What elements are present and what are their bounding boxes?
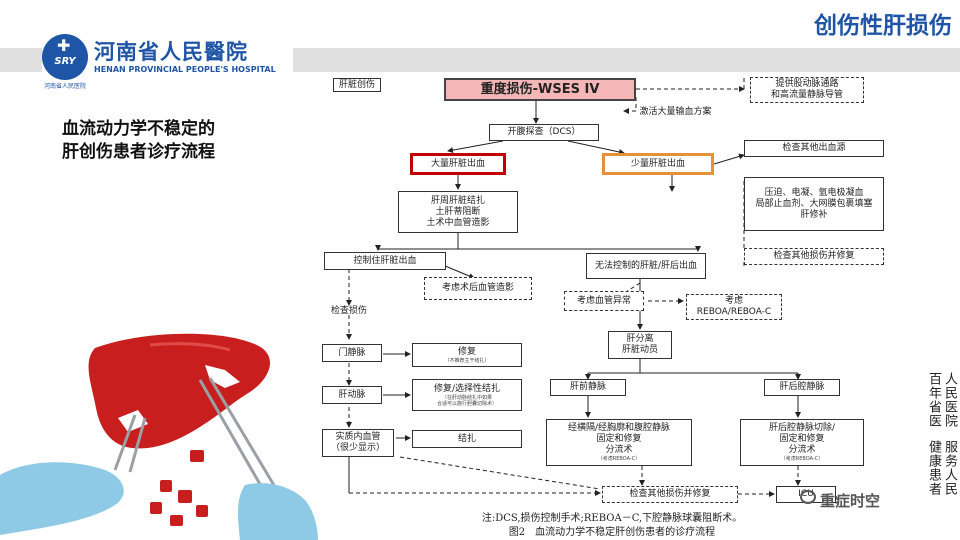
flow-controlled: 控制住肝脏出血 <box>324 252 446 270</box>
page-title: 创伤性肝损伤 <box>814 13 952 39</box>
flow-hemostasis-methods: 压迫、电凝、氩电极凝血 局部止血剂、大网膜包裹填塞 肝修补 <box>744 177 884 231</box>
flow-packing: 肝周肝脏结扎 土肝蒂阻断 土术中血管造影 <box>398 191 518 233</box>
side-title-line1: 血流动力学不稳定的 <box>62 119 215 139</box>
flow-caption: 图2 血流动力学不稳定肝创伤患者的诊疗流程 <box>508 527 716 538</box>
flow-ligate: 结扎 <box>412 430 522 448</box>
flow-top-node: 重度损伤-WSES IV <box>444 78 636 101</box>
flowchart: 肝脏创伤 重度损伤-WSES IV 提供股动脉通路 和高流量静脉导管 激活大量输… <box>318 73 904 540</box>
logo-small-text: 河南省人民医院 <box>44 83 87 90</box>
flow-left-repair-box: 经横隔/经胸廓和腹腔静脉 固定和修复 分流术 （考虑REBOA-C） <box>546 419 692 466</box>
flow-right-repair: 肝后腔静脉切除/ 固定和修复 分流术 <box>768 423 836 455</box>
flow-ligation-note: （在肝动脉结扎中如果 合适可以施行胆囊切除术） <box>436 394 497 407</box>
vertical-text-col3: 服务人民 <box>942 440 957 496</box>
liver-illustration <box>0 320 318 540</box>
hospital-logo: ✚ SRY 河南省人民醫院 HENAN PROVINCIAL PEOPLE'S … <box>42 34 276 90</box>
flow-laparotomy: 开腹探查（DCS） <box>489 124 599 141</box>
flow-minor-bleed: 少量肝脏出血 <box>602 153 714 175</box>
flow-right-repair-note: （考虑REBOA-C） <box>780 456 824 462</box>
flow-hepatic-artery: 肝动脉 <box>322 386 382 404</box>
flow-liver-isolation: 肝分离 肝脏动员 <box>608 331 672 359</box>
flow-right-repair-box: 肝后腔静脉切除/ 固定和修复 分流术 （考虑REBOA-C） <box>740 419 864 466</box>
flow-left-repair-note: （考虑REBOA-C） <box>597 456 641 462</box>
flow-repair-box: 修复 （不推荐主干结扎） <box>412 343 522 367</box>
gloved-hand-right <box>237 483 318 540</box>
flow-selective-ligation: 修复/选择性结扎 <box>433 383 501 394</box>
puzzle-pieces <box>150 450 208 526</box>
flow-hepatic-bypass: 提供股动脉通路 和高流量静脉导管 <box>750 77 864 103</box>
flow-portal-vein: 门静脉 <box>322 344 382 362</box>
vertical-text-col1: 人民医院 <box>942 372 957 428</box>
flow-prehepatic-vein: 肝前静脉 <box>550 379 626 396</box>
cross-icon: ✚ <box>57 36 71 55</box>
gloved-hand-left <box>0 462 124 535</box>
flow-note: 注:DCS,损伤控制手术;REBOA－C,下腔静脉球囊阻断术。 <box>481 513 743 524</box>
watermark: 重症时空 <box>820 492 881 510</box>
flow-major-bleed: 大量肝脏出血 <box>410 153 506 175</box>
vertical-text-col4: 健康患者 <box>926 440 941 496</box>
flow-repair: 修复 <box>457 346 476 357</box>
flow-vascular-anomaly: 考虑血管异常 <box>564 291 644 311</box>
flow-selective-ligation-box: 修复/选择性结扎 （在肝动脉结扎中如果 合适可以施行胆囊切除术） <box>412 379 522 411</box>
flow-check-repair-bottom: 检查其他损伤并修复 <box>602 486 738 503</box>
logo-badge: SRY <box>54 56 76 67</box>
flow-postop-angio: 考虑术后血管造影 <box>424 277 532 300</box>
header-gap <box>265 48 293 72</box>
liver-cut <box>205 365 240 388</box>
flow-corner-label: 肝脏创伤 <box>333 78 381 92</box>
flow-check-injury: 检查损伤 <box>330 305 367 316</box>
logo-emblem: ✚ SRY <box>42 34 88 80</box>
flow-parenchymal: 实质内血管 （很少显示） <box>322 429 394 457</box>
flow-retrohepatic-vc: 肝后腔静脉 <box>764 379 840 396</box>
flow-massive-transfusion: 激活大量输血方案 <box>639 106 712 117</box>
flow-uncontrolled: 无法控制的肝脏/肝后出血 <box>586 253 706 279</box>
flow-check-repair-right: 检查其他损伤并修复 <box>744 248 884 265</box>
logo-english-name: HENAN PROVINCIAL PEOPLE'S HOSPITAL <box>94 65 276 74</box>
vertical-text-col2: 百年省医 <box>926 372 941 428</box>
logo-chinese-name: 河南省人民醫院 <box>94 40 248 64</box>
flow-left-repair: 经横隔/经胸廓和腹腔静脉 固定和修复 分流术 <box>567 423 671 455</box>
side-title-line2: 肝创伤患者诊疗流程 <box>62 142 215 162</box>
flow-check-other-source: 检查其他出血源 <box>744 140 884 157</box>
flow-consider-reboa: 考虑 REBOA/REBOA-C <box>686 294 782 320</box>
liver-highlight <box>149 342 231 352</box>
wechat-icon <box>800 490 816 504</box>
flow-repair-note: （不推荐主干结扎） <box>444 357 490 364</box>
side-title: 血流动力学不稳定的 肝创伤患者诊疗流程 <box>62 118 215 164</box>
